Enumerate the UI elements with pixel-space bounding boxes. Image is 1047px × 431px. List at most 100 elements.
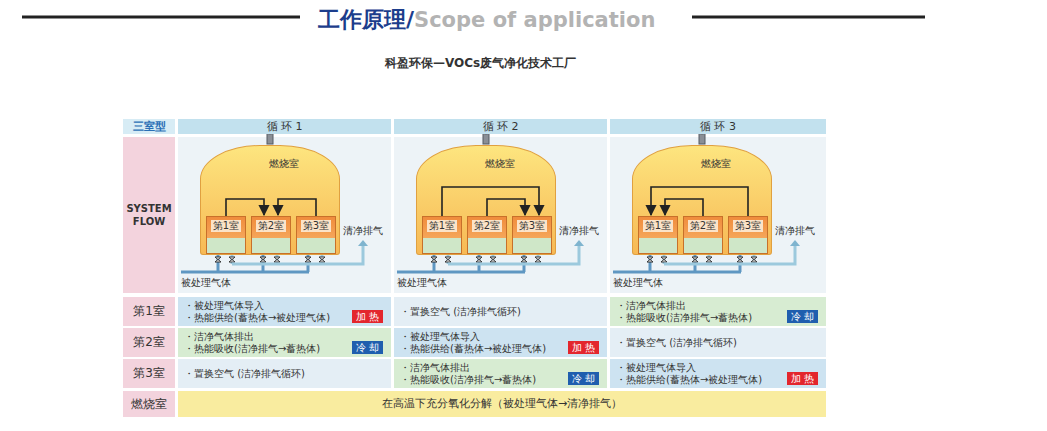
cell-text: 三室型 <box>133 120 166 134</box>
outlet-arrow <box>358 240 368 246</box>
row-header: 第2室 <box>123 328 175 357</box>
valve-symbol <box>476 257 482 262</box>
title: 工作原理/ <box>318 5 414 35</box>
valve-symbol <box>490 257 496 262</box>
outlet-label: 清净排气 <box>775 225 815 237</box>
mode-tag: 冷 却 <box>568 372 599 385</box>
inlet-label: 被处理气体 <box>613 277 663 289</box>
regenerator-chamber: 第1室 <box>422 216 462 254</box>
row-header: 燃烧室 <box>123 391 175 417</box>
table-cell: ・洁净气体排出・热能吸收(洁净排气→蓄热体)冷 却 <box>610 297 826 326</box>
table-cell: 在高温下充分氧化分解（被处理气体→清净排气） <box>178 391 826 417</box>
outlet-label: 清净排气 <box>559 225 599 237</box>
valve-symbol <box>274 257 280 262</box>
flow-arrow <box>226 199 264 216</box>
chamber-label: 第2室 <box>688 220 718 232</box>
valve-symbol <box>647 257 653 262</box>
cell-text: 循 环 1 <box>267 120 303 134</box>
table-cell: ・置换空气 (洁净排气循环) <box>394 297 607 326</box>
chamber-title: 燃烧室 <box>699 158 733 170</box>
flow-arrow <box>278 199 316 216</box>
flow-panel <box>394 137 607 293</box>
header-rule <box>692 16 925 19</box>
chamber-label: 第3室 <box>733 220 763 232</box>
regenerator-chamber: 第3室 <box>512 216 552 254</box>
subtitle-english: Scope of application <box>414 8 655 32</box>
combustion-housing: 燃烧室第1室 第2室 第3室 <box>632 145 772 255</box>
valve-symbol <box>445 257 451 262</box>
row-header: 第3室 <box>123 359 175 388</box>
cell-text: 燃烧室 <box>131 397 167 412</box>
flow-arrow <box>487 199 525 216</box>
valve-symbol <box>706 257 712 262</box>
mode-tag: 冷 却 <box>787 310 818 323</box>
table-cell: ・被处理气体导入・热能供给(蓄热体→被处理气体)加 热 <box>610 359 826 388</box>
valve-symbol <box>319 257 325 262</box>
table-cell: ・被处理气体导入・热能供给(蓄热体→被处理气体)加 热 <box>394 328 607 357</box>
chamber-label: 第3室 <box>301 220 331 232</box>
pipework <box>181 126 800 272</box>
chamber-title: 燃烧室 <box>267 158 301 170</box>
table-corner: 三室型 <box>123 119 175 134</box>
table-cell: ・置换空气 (洁净排气循环) <box>610 328 826 357</box>
cell-text: 第1室 <box>133 304 165 319</box>
cell-text: 循 环 2 <box>483 120 519 134</box>
table-cell: ・置换空气 (洁净排气循环) <box>178 359 391 388</box>
mode-tag: 冷 却 <box>352 341 383 354</box>
chamber-label: 第3室 <box>517 220 547 232</box>
valve-symbol <box>661 257 667 262</box>
valve-symbol <box>692 257 698 262</box>
cell-text: 循 环 3 <box>700 120 736 134</box>
cell-text: ・置换空气 (洁净排气循环) <box>616 337 820 349</box>
valve-symbol <box>431 257 437 262</box>
valve-symbol <box>521 257 527 262</box>
flow-arrow <box>442 187 539 216</box>
cell-text: SYSTEM FLOW <box>125 202 173 228</box>
chamber-label: 第2室 <box>256 220 286 232</box>
combustion-housing: 燃烧室第1室 第2室 第3室 <box>416 145 556 255</box>
caption: 科盈环保—VOCs废气净化技术工厂 <box>385 55 576 72</box>
column-header: 循 环 2 <box>394 119 607 134</box>
table-cell: ・洁净气体排出・热能吸收(洁净排气→蓄热体)冷 却 <box>178 328 391 357</box>
valve-symbol <box>229 257 235 262</box>
row-header: 第1室 <box>123 297 175 326</box>
cell-text: ・置换空气 (洁净排气循环) <box>400 306 601 318</box>
column-header: 循 环 3 <box>610 119 826 134</box>
regenerator-chamber: 第2室 <box>467 216 507 254</box>
cell-text: 第2室 <box>133 335 165 350</box>
chamber-label: 第1室 <box>211 220 241 232</box>
mode-tag: 加 热 <box>787 372 818 385</box>
chamber-label: 第2室 <box>472 220 502 232</box>
mode-tag: 加 热 <box>568 341 599 354</box>
flow-arrow <box>665 199 703 216</box>
outlet-arrow <box>790 240 800 246</box>
header-rule <box>22 16 300 19</box>
flow-arrow <box>651 187 748 216</box>
valve-symbol <box>751 257 757 262</box>
inlet-pipe <box>181 271 309 274</box>
regenerator-chamber: 第1室 <box>638 216 678 254</box>
regenerator-chamber: 第2室 <box>251 216 291 254</box>
outlet-arrow <box>574 240 584 246</box>
chamber-label: 第1室 <box>427 220 457 232</box>
mode-tag: 加 热 <box>352 310 383 323</box>
valve-symbol <box>737 257 743 262</box>
chamber-title: 燃烧室 <box>483 158 517 170</box>
chamber-label: 第1室 <box>643 220 673 232</box>
valve-symbol <box>260 257 266 262</box>
inlet-pipe <box>397 271 525 274</box>
combustion-housing: 燃烧室第1室 第2室 第3室 <box>200 145 340 255</box>
cell-text: 在高温下充分氧化分解（被处理气体→清净排气） <box>382 397 622 411</box>
valve-symbol <box>535 257 541 262</box>
flow-panel <box>610 137 826 293</box>
regenerator-chamber: 第1室 <box>206 216 246 254</box>
outlet-label: 清净排气 <box>343 225 383 237</box>
regenerator-chamber: 第2室 <box>683 216 723 254</box>
table-cell: ・被处理气体导入・热能供给(蓄热体→被处理气体)加 热 <box>178 297 391 326</box>
header: 工作原理/Scope of application <box>318 5 655 35</box>
cell-text: 第3室 <box>133 366 165 381</box>
inlet-label: 被处理气体 <box>397 277 447 289</box>
cell-text: ・置换空气 (洁净排气循环) <box>184 368 385 380</box>
table-cell: ・洁净气体排出・热能吸收(洁净排气→蓄热体)冷 却 <box>394 359 607 388</box>
inlet-pipe <box>613 271 741 274</box>
